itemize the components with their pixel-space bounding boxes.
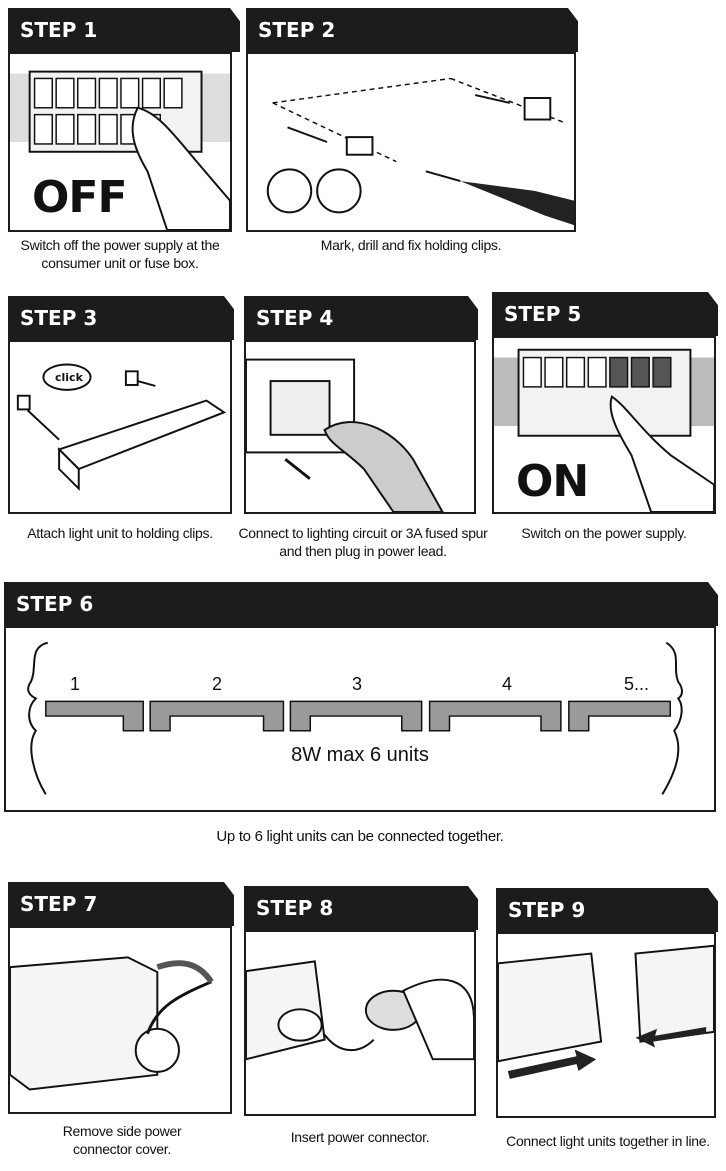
unit-number-5: 5... (624, 674, 650, 694)
unit-number-3: 3 (352, 674, 363, 694)
step-1-caption: Switch off the power supply at the consu… (20, 237, 220, 271)
step-9-panel: STEP 9 (496, 888, 716, 1118)
step-3-caption: Attach light unit to holding clips. (27, 525, 213, 541)
step-8-illustration (244, 930, 476, 1116)
step-5-panel: STEP 5 ON (492, 292, 716, 514)
unit-number-4: 4 (502, 674, 513, 694)
max-units-text: 8W max 6 units (291, 744, 429, 766)
unit-number-1: 1 (70, 674, 81, 694)
step-2-panel: STEP 2 (246, 8, 576, 232)
step-2-illustration (246, 52, 576, 232)
step-5-illustration: ON (492, 336, 716, 514)
step-5-caption: Switch on the power supply. (521, 525, 687, 541)
step-9-caption: Connect light units together in line. (506, 1133, 710, 1149)
step-6-label: STEP 6 (4, 582, 718, 626)
step-7-panel: STEP 7 (8, 882, 232, 1114)
step-7-label: STEP 7 (8, 882, 234, 926)
step-7-caption: Remove side power connector cover. (62, 1123, 182, 1157)
off-text: OFF (32, 172, 128, 223)
step-8-caption: Insert power connector. (290, 1129, 430, 1145)
step-3-label: STEP 3 (8, 296, 234, 340)
step-4-label: STEP 4 (244, 296, 478, 340)
step-1-panel: STEP 1 OFF (8, 8, 232, 232)
step-5-label: STEP 5 (492, 292, 718, 336)
step-3-illustration: click (8, 340, 232, 514)
on-text: ON (516, 456, 589, 507)
step-1-label: STEP 1 (8, 8, 240, 52)
step-8-panel: STEP 8 (244, 886, 476, 1116)
unit-number-2: 2 (212, 674, 223, 694)
step-4-caption: Connect to lighting circuit or 3A fused … (238, 525, 488, 559)
click-callout: click (55, 371, 83, 384)
step-1-illustration: OFF (8, 52, 232, 232)
step-4-panel: STEP 4 (244, 296, 476, 514)
step-2-label: STEP 2 (246, 8, 578, 52)
step-2-caption: Mark, drill and fix holding clips. (320, 237, 502, 253)
step-6-illustration: 1 2 3 4 5... 8W max 6 units (4, 626, 716, 812)
step-9-illustration (496, 932, 716, 1118)
step-9-label: STEP 9 (496, 888, 718, 932)
step-7-illustration (8, 926, 232, 1114)
step-6-panel: STEP 6 1 2 3 4 5... 8W max 6 units (4, 582, 716, 812)
step-8-label: STEP 8 (244, 886, 478, 930)
step-6-caption: Up to 6 light units can be connected tog… (216, 828, 504, 845)
step-3-panel: STEP 3 click (8, 296, 232, 514)
step-4-illustration (244, 340, 476, 514)
